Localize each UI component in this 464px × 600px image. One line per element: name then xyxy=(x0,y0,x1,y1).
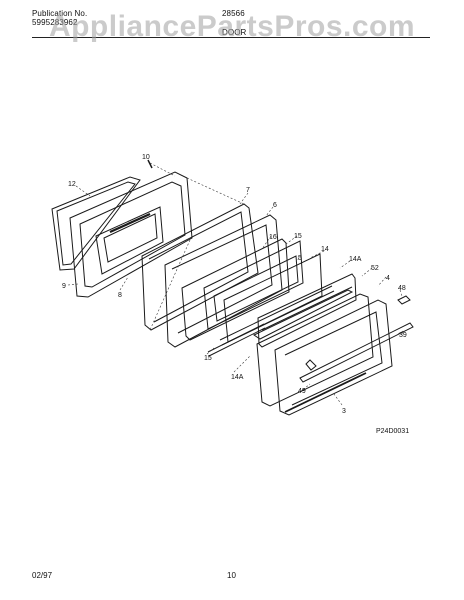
callout-39: 39 xyxy=(399,332,407,339)
publication-label: Publication No. xyxy=(32,9,88,18)
publication-number: 5995283962 xyxy=(32,18,78,27)
footer-page-number: 10 xyxy=(227,571,236,580)
part-outer-door xyxy=(274,299,393,416)
part-door-panel-14a xyxy=(257,273,357,348)
callout-15: 15 xyxy=(294,233,302,240)
figure-id: P24D0031 xyxy=(376,428,409,435)
callout-4: 4 xyxy=(386,275,390,282)
callout-12: 12 xyxy=(68,181,76,188)
callout-15-lower: 15 xyxy=(204,355,212,362)
part-screw xyxy=(147,159,153,169)
callout-49: 49 xyxy=(298,388,306,395)
part-door-outer-frame xyxy=(69,171,193,298)
part-door-handle xyxy=(299,322,414,383)
part-bottom-trim xyxy=(284,372,367,413)
callout-3: 3 xyxy=(342,408,346,415)
leader-lines xyxy=(67,162,406,406)
part-glass-panel xyxy=(203,240,304,330)
model-number: 28566 xyxy=(222,9,245,18)
watermark-text: AppliancePartsPros.com xyxy=(48,10,416,43)
part-door-gasket xyxy=(51,176,141,271)
part-door-liner xyxy=(141,203,259,331)
footer-date: 02/97 xyxy=(32,571,53,580)
callout-7: 7 xyxy=(246,187,250,194)
callout-6: 6 xyxy=(273,202,277,209)
callout-10: 10 xyxy=(142,154,150,161)
section-title: DOOR xyxy=(222,28,247,37)
header-rule xyxy=(32,37,430,38)
part-insulation xyxy=(252,289,354,340)
callout-9: 9 xyxy=(62,283,66,290)
callout-14: 14 xyxy=(321,246,329,253)
part-clip xyxy=(397,295,411,305)
callout-14a-lower: 14A xyxy=(231,374,244,381)
callout-52: 52 xyxy=(371,265,379,272)
callout-48: 48 xyxy=(398,285,406,292)
part-outer-glass xyxy=(256,293,374,407)
callout-16: 16 xyxy=(269,234,277,241)
callout-8: 8 xyxy=(118,292,122,299)
callout-5: 5 xyxy=(298,255,302,262)
part-trim-strips xyxy=(207,285,335,357)
part-window-frame xyxy=(181,238,290,341)
callout-14a: 14A xyxy=(349,256,362,263)
part-glass-panel-upper xyxy=(223,253,323,343)
